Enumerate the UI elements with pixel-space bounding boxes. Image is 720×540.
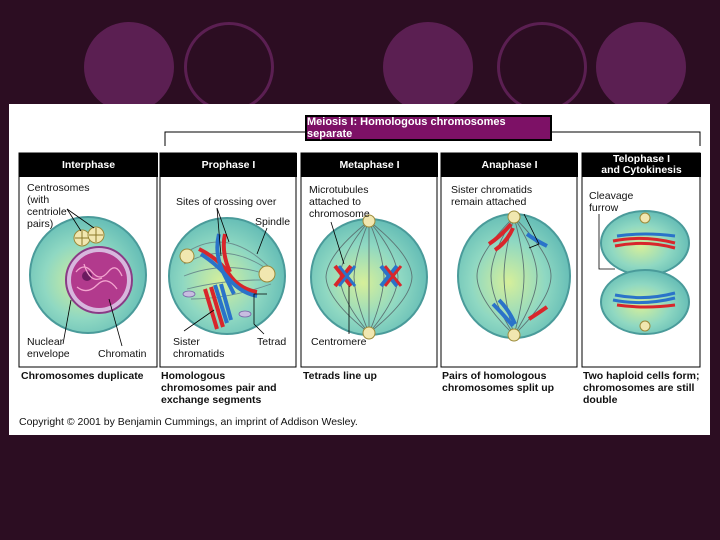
header-prophase: Prophase I (160, 153, 297, 177)
label-sister-attached: Sister chromatids remain attached (451, 184, 533, 208)
label-centrosomes: Centrosomes (with centriole pairs) (27, 182, 90, 230)
header-interphase: Interphase (19, 153, 158, 177)
meiosis-title: Meiosis I: Homologous chromosomes separa… (305, 115, 552, 141)
meiosis-diagram: Meiosis I: Homologous chromosomes separa… (9, 104, 710, 435)
label-spindle: Spindle (255, 216, 291, 228)
label-nuclear-envelope: Nuclear envelope (27, 336, 70, 360)
interphase-cell (29, 216, 147, 334)
decor-circle-3 (383, 22, 473, 112)
decor-circle-1 (84, 22, 174, 112)
caption-prophase: Homologous chromosomes pair and exchange… (161, 370, 277, 406)
decor-circle-5 (596, 22, 686, 112)
header-telophase: Telophase I and Cytokinesis (582, 153, 701, 177)
label-crossing-over: Sites of crossing over (176, 196, 277, 208)
caption-interphase: Chromosomes duplicate (21, 370, 144, 382)
header-anaphase: Anaphase I (441, 153, 578, 177)
caption-telophase: Two haploid cells form; chromosomes are … (583, 370, 700, 406)
decor-circle-2 (184, 22, 274, 112)
anaphase-cell (457, 210, 571, 342)
label-cleavage-furrow: Cleavage furrow (589, 190, 634, 214)
label-microtubules: Microtubules attached to chromosome (309, 184, 370, 220)
header-metaphase: Metaphase I (301, 153, 438, 177)
copyright-text: Copyright © 2001 by Benjamin Cummings, a… (19, 416, 358, 428)
caption-anaphase: Pairs of homologous chromosomes split up (442, 370, 555, 394)
diagram-graphics (18, 131, 701, 368)
prophase-cell (168, 217, 286, 335)
label-tetrad: Tetrad (257, 336, 287, 348)
label-chromatin: Chromatin (98, 348, 147, 360)
label-sister-chromatids: Sister chromatids (173, 336, 225, 360)
telophase-cells (600, 210, 690, 335)
decor-circle-4 (497, 22, 587, 112)
metaphase-cell (310, 214, 428, 340)
label-centromere: Centromere (311, 336, 367, 348)
caption-metaphase: Tetrads line up (303, 370, 377, 382)
